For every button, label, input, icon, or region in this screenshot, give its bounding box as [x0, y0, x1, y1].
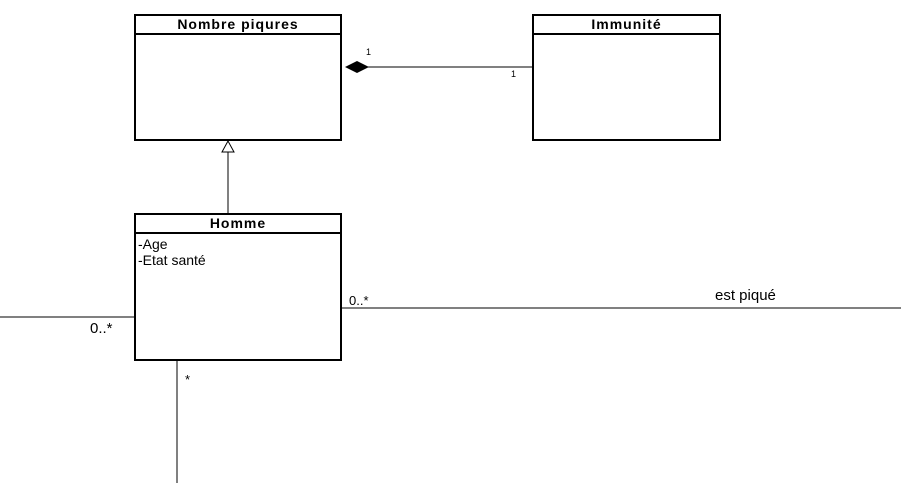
composition-target-multiplicity: 1 — [511, 69, 517, 79]
generalization-arrowhead — [221, 139, 235, 153]
class-name: Nombre piqures — [136, 16, 340, 35]
attribute-list: -Age -Etat santé — [136, 234, 340, 268]
bottom-link-multiplicity: * — [185, 372, 191, 387]
est-pique-multiplicity: 0..* — [349, 293, 369, 308]
class-name: Immunité — [534, 16, 719, 35]
left-link-multiplicity: 0..* — [90, 320, 113, 337]
class-nombre-piqures[interactable]: Nombre piqures — [134, 14, 342, 141]
attribute-age: -Age — [138, 236, 168, 252]
est-pique-label: est piqué — [715, 287, 776, 304]
class-name: Homme — [136, 215, 340, 234]
composition-source-multiplicity: 1 — [366, 47, 372, 57]
class-homme[interactable]: Homme -Age -Etat santé — [134, 213, 342, 361]
attribute-etat-sante: -Etat santé — [138, 252, 206, 268]
class-immunite[interactable]: Immunité — [532, 14, 721, 141]
composition-diamond — [345, 61, 369, 73]
